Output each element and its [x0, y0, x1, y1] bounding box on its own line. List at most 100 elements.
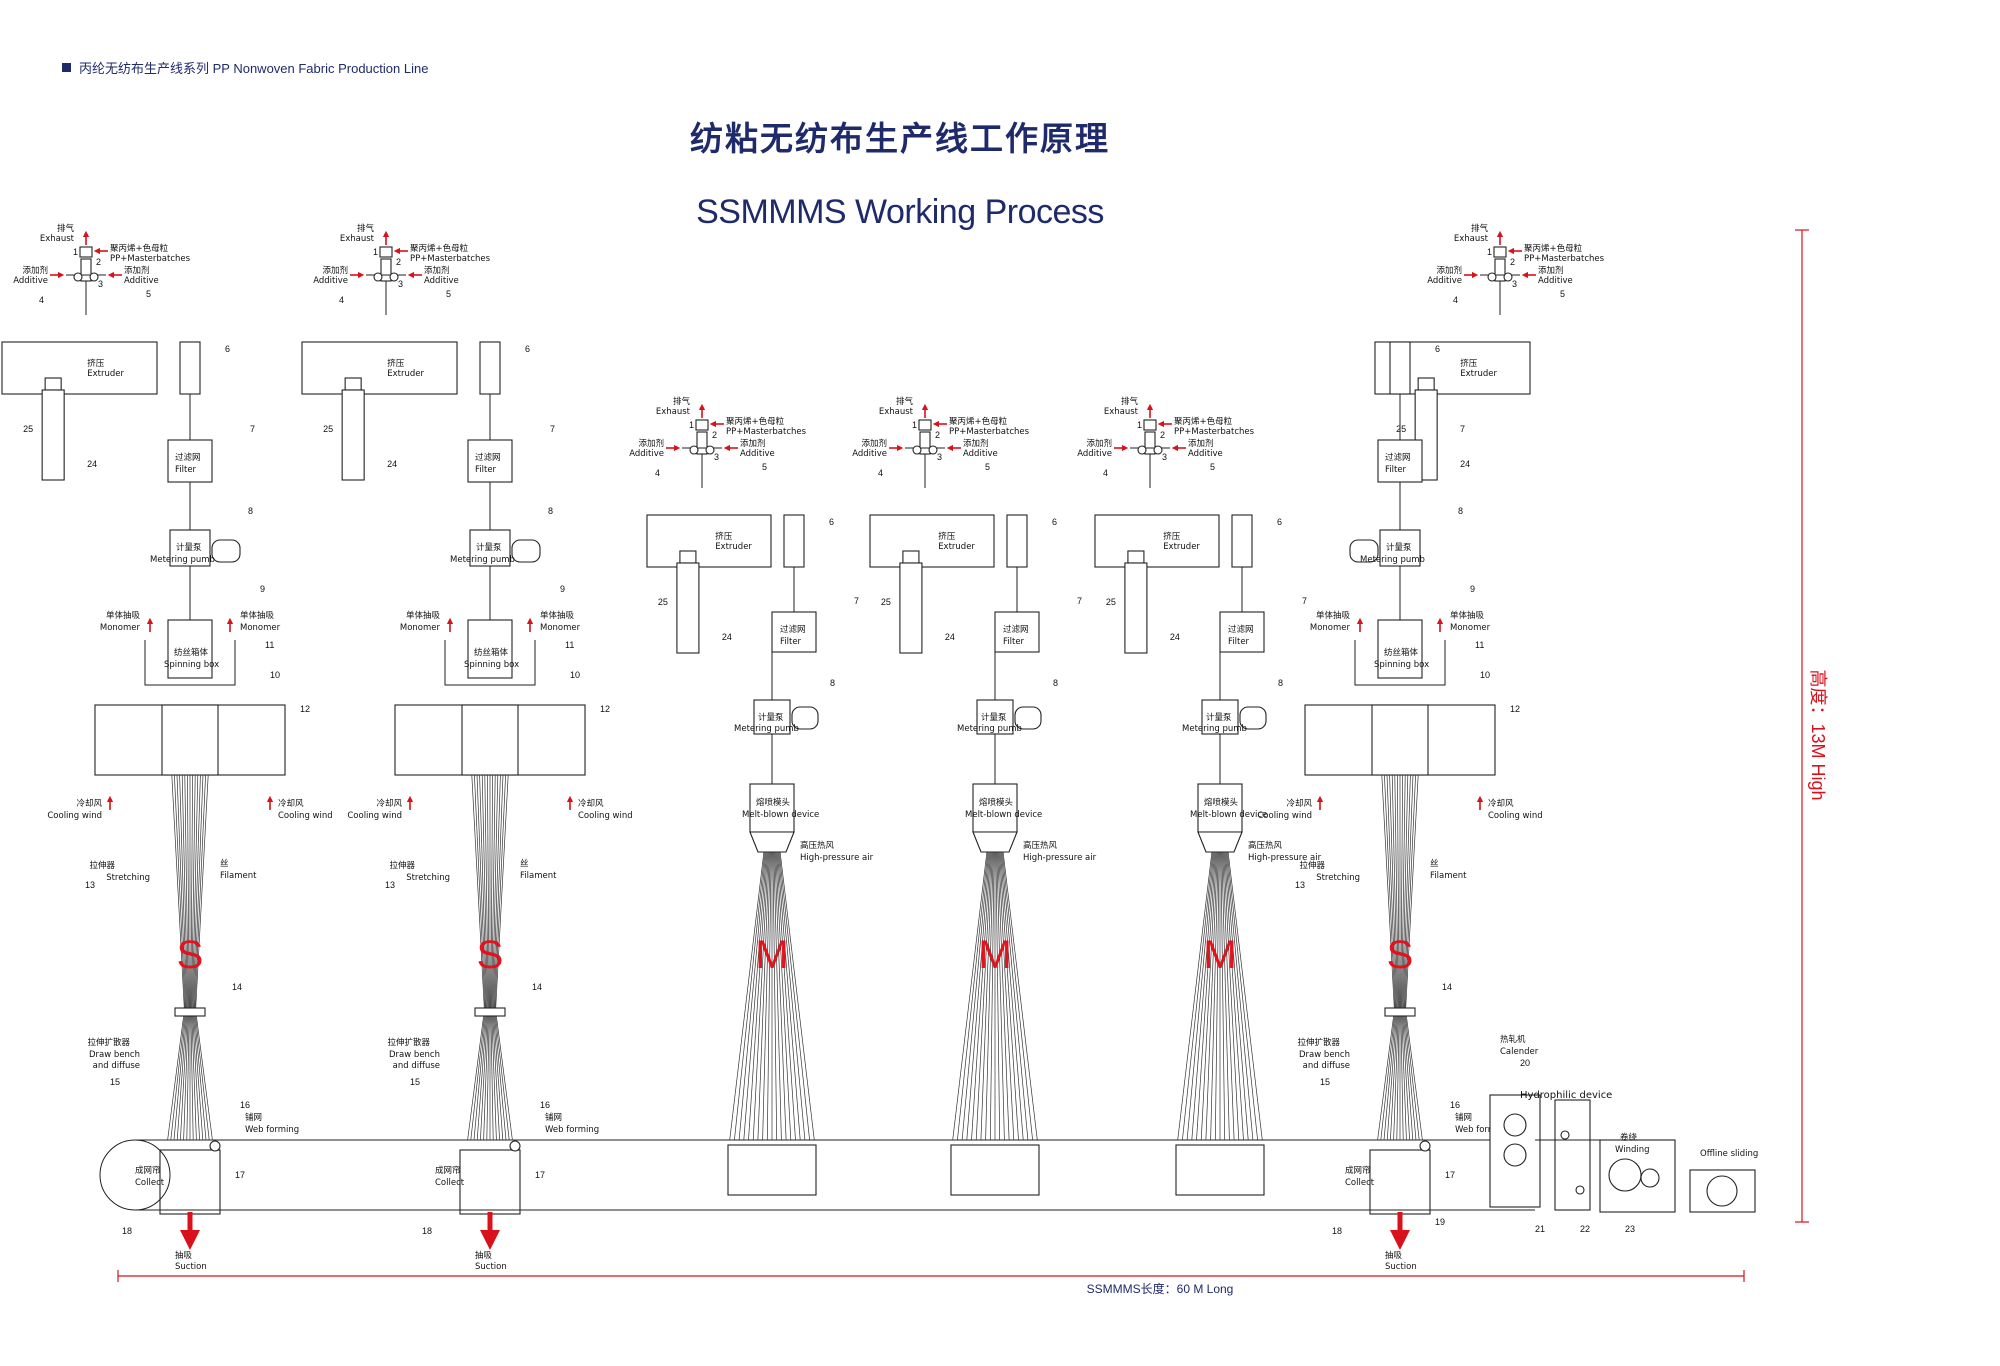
cooling-label-cn: 冷却风: [1286, 798, 1312, 809]
web-label-cn: 铺网: [245, 1112, 262, 1123]
cooling-label-en: Cooling wind: [578, 811, 633, 821]
callout-18: 18: [422, 1226, 432, 1236]
additive-label-en: Additive: [124, 276, 159, 286]
height-label: 高度：13M High: [1808, 669, 1828, 800]
fiber-line: [998, 851, 1015, 1141]
suction-label-cn: 抽吸: [475, 1250, 493, 1261]
draw-label-en1: Draw bench: [1299, 1050, 1350, 1060]
extruder-label-en: Extruder: [1460, 369, 1497, 379]
gearbox: [783, 514, 805, 568]
callout-2: 2: [1160, 430, 1165, 440]
callout-25: 25: [1106, 597, 1116, 607]
callout-16: 16: [1450, 1100, 1460, 1110]
exhaust-label-en: Exhaust: [40, 234, 75, 244]
cooling-label-cn: 冷却风: [578, 798, 604, 809]
exhaust-label-en: Exhaust: [656, 407, 691, 417]
fiber-line: [774, 851, 787, 1141]
metering-pump-motor: [1239, 706, 1267, 730]
collect-label-en: Collect: [1345, 1178, 1375, 1188]
callout-3: 3: [98, 279, 103, 289]
monomer-label-en: Monomer: [1450, 623, 1491, 633]
pp-label-en: PP+Masterbatches: [1174, 427, 1255, 437]
callout-13: 13: [85, 880, 95, 890]
die-tip: [972, 831, 1018, 853]
hydrophilic-label: Hydrophilic device: [1520, 1090, 1612, 1101]
spinning-label-en: Spinning box: [1374, 660, 1429, 670]
fiber-line: [743, 851, 767, 1141]
web-roller: [1419, 1140, 1431, 1152]
winding-roll-small: [1640, 1168, 1660, 1188]
callout-6: 6: [525, 344, 530, 354]
motor-coupling: [902, 550, 920, 564]
calender-roll: [1503, 1143, 1527, 1167]
callout-13: 13: [1295, 880, 1305, 890]
fiber-line: [1222, 851, 1235, 1141]
fiber-line: [1220, 851, 1226, 1141]
fiber-line: [1182, 851, 1214, 1141]
hopper-valve: [695, 419, 709, 431]
fiber-line: [999, 851, 1019, 1141]
die-tip: [749, 831, 795, 853]
fiber-line: [1225, 851, 1249, 1141]
additive-doser: [705, 445, 715, 455]
fiber-line: [1001, 851, 1033, 1141]
monomer-label-cn: 单体抽吸: [1450, 610, 1485, 621]
filament-label-en: Filament: [220, 871, 257, 881]
callout-2: 2: [935, 430, 940, 440]
cooling-label-cn: 冷却风: [1488, 798, 1514, 809]
additive-label-en: Additive: [13, 276, 48, 286]
calender-roll: [1503, 1113, 1527, 1137]
callout-7: 7: [1460, 424, 1465, 434]
additive-label-en: Additive: [1538, 276, 1573, 286]
calender-label-en: Calender: [1500, 1047, 1539, 1057]
callout-4: 4: [1453, 295, 1458, 305]
metering-label-en: Metering pumb: [957, 724, 1022, 734]
callout-24: 24: [945, 632, 955, 642]
callout-25: 25: [323, 424, 333, 434]
roller: [1575, 1185, 1585, 1195]
additive-label-cn: 添加剂: [1086, 438, 1112, 449]
motor-coupling: [1127, 550, 1145, 564]
callout-5: 5: [1560, 289, 1565, 299]
meltblown-label-en: Melt-blown device: [742, 810, 819, 820]
fiber-line: [773, 851, 782, 1141]
stretching-label-cn: 拉伸器: [389, 860, 415, 871]
roller: [1560, 1130, 1570, 1140]
additive-label-en: Additive: [313, 276, 348, 286]
web-roller: [509, 1140, 521, 1152]
calender-label-cn: 热轧机: [1500, 1034, 1526, 1045]
additive-label-cn: 添加剂: [861, 438, 887, 449]
stretcher-ring: [174, 1007, 206, 1017]
suction-label-en: Suction: [175, 1262, 207, 1272]
fiber-line: [1000, 851, 1029, 1141]
filter-label-en: Filter: [175, 465, 197, 475]
length-label: SSMMMS长度：60 M Long: [1087, 1281, 1234, 1296]
hpair-label-cn: 高压热风: [800, 840, 835, 851]
callout-14: 14: [232, 982, 242, 992]
callout-15: 15: [110, 1077, 120, 1087]
extruder-label-cn: 挤压: [1163, 531, 1181, 542]
callout-24: 24: [387, 459, 397, 469]
meltblown-die: [972, 783, 1018, 833]
collector-box: [727, 1144, 817, 1196]
filament-label-cn: 丝: [1430, 858, 1439, 869]
stretching-label-cn: 拉伸器: [89, 860, 115, 871]
callout-1: 1: [1487, 247, 1492, 257]
filter-label-cn: 过滤网: [1228, 624, 1254, 635]
meltblown-unit-2: 排气Exhaust聚丙烯+色母粒PP+Masterbatches添加剂Addit…: [629, 396, 874, 1196]
exhaust-label-cn: 排气: [896, 396, 914, 407]
monomer-label-cn: 单体抽吸: [106, 610, 141, 621]
belt-end-roller: [99, 1139, 171, 1211]
exhaust-label-cn: 排气: [1471, 223, 1489, 234]
collect-label-en: Collect: [135, 1178, 165, 1188]
series-header: 丙纶无纺布生产线系列 PP Nonwoven Fabric Production…: [62, 58, 428, 77]
fiber-line: [779, 851, 815, 1141]
exhaust-label-en: Exhaust: [340, 234, 375, 244]
extruder-body: [1094, 514, 1220, 568]
hopper-valve: [79, 246, 93, 258]
metering-label-en: Metering pumb: [1360, 555, 1425, 565]
cooling-label-cn: 冷却风: [376, 798, 402, 809]
callout-10: 10: [570, 670, 580, 680]
callout-19: 19: [1435, 1217, 1445, 1227]
fiber-line: [971, 851, 991, 1141]
